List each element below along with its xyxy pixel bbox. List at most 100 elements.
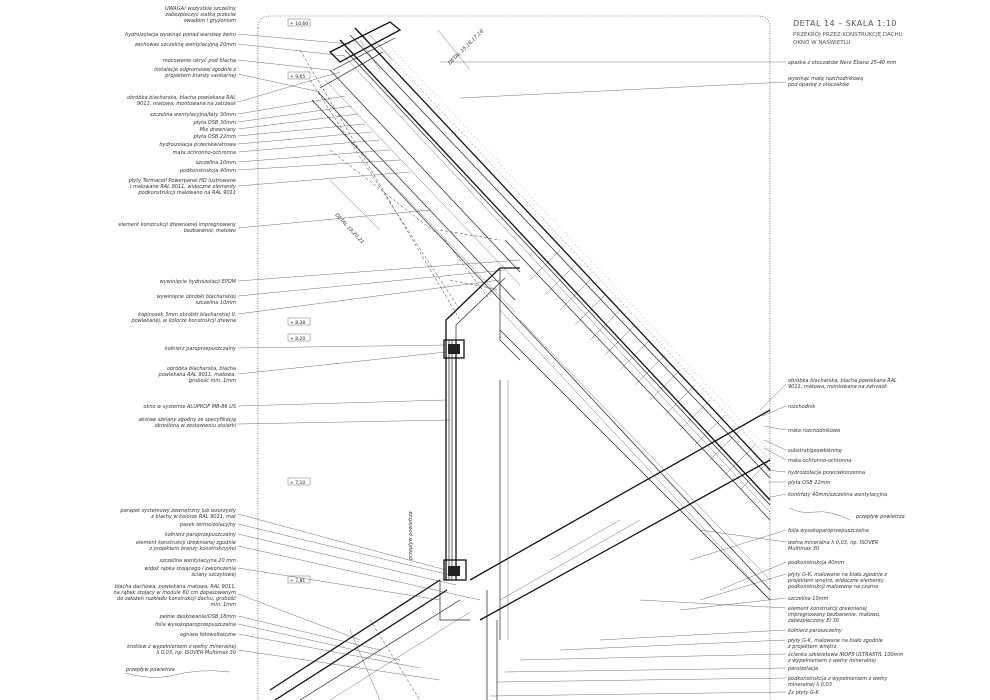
annotation-label: pod opaskę z otoczaków — [787, 81, 850, 88]
annotation-label: z blachy w kolorze RAL 9011, mat — [150, 514, 237, 520]
annotation-label: mata ochronno-ochronna — [788, 458, 851, 464]
annotation-label: Multimax 30 — [788, 546, 819, 552]
annotation-label: grubość min. 1mm — [189, 377, 236, 384]
annotation-label: paroizolacja — [787, 666, 818, 672]
annotation-label: + 8,38 — [290, 320, 305, 326]
annotation-label: impregnowany bezbarwnie, matowo, — [788, 612, 881, 618]
annotation-label: rozchodnik — [788, 404, 816, 410]
annotation-label: opaska z otoczaków Nero Ebano 25-40 mm — [788, 59, 897, 66]
annotation-label: obróbka blacharska, blacha powlekana RAL — [127, 94, 236, 101]
annotation-label: płyta OSB 22mm — [193, 134, 237, 140]
annotation-label: folia wysokoparoprzepuszczalna — [788, 528, 869, 534]
left-annotations: UWAGA! wszystkie szczeliny zabezpieczyć … — [113, 6, 237, 656]
annotation-label: podkonstrukcji malowano na RAL 9011 — [137, 190, 236, 196]
annotation-label: szczelina wentylacyjna/łaty 30mm — [150, 112, 236, 118]
annotation-label: kołnierz paroprzepuszczalny — [165, 346, 237, 352]
annotation-label: płyta OSB 30mm — [193, 120, 237, 126]
annotation-label: DETAL 19,20,21 — [334, 212, 365, 245]
annotation-label: z projektem branży konstrukcyjnej — [148, 546, 236, 552]
air-flow-left-arrow — [124, 670, 231, 678]
annotation-label: zabezpieczony EI 30 — [787, 618, 839, 624]
annotation-label: powlekanej, w kolorze konstrukcji drewna — [130, 318, 236, 324]
annotation-label: obróbka blacharska, blacha — [167, 365, 236, 372]
annotation-label: Mix drewniany — [200, 127, 237, 133]
annotation-label: mata rozchodnikowa — [788, 428, 840, 434]
annotation-label: szczelina wentylacyjna 20 mm — [159, 558, 236, 564]
left-leaders — [237, 33, 521, 681]
annotation-label: element konstrukcji drewnianej impregnow… — [118, 222, 237, 228]
annotation-label: hydroizolacja wywinąć ponad warstwę żwir… — [125, 31, 236, 38]
roof-construction — [269, 21, 771, 700]
annotation-label: zestaw szklany zgodny ze specyfikacją — [138, 417, 236, 423]
right-annotations: opaska z otoczaków Nero Ebano 25-40 mm w… — [787, 59, 905, 696]
detail-title: DETAL 14 – SKALA 1:10 — [793, 19, 897, 28]
annotation-label: UWAGA! wszystkie szczeliny — [165, 6, 237, 12]
annotation-label: λ 0,03, np. ISOVER Multimax 30 — [155, 650, 236, 656]
annotation-label: zachować szczelinę wentylacyjną 20mm — [134, 41, 236, 48]
annotation-label: element konstrukcji drewnianej zgodnie — [136, 540, 236, 546]
detail-subtitle-2: OKNO W NAŚWIETLU — [793, 39, 850, 46]
right-leaders — [440, 61, 787, 697]
annotation-label: kołnierz paroszczelny — [788, 628, 843, 634]
annotation-label: blacha dachowa, powlekana matowa, RAL 90… — [115, 584, 236, 590]
annotation-label: płyty G-K, malowane na biało zgodnie — [787, 638, 883, 644]
annotation-label: parapet systemowy zewnętrzny lub wzorzys… — [119, 508, 237, 514]
annotation-label: projektem wnętrz, widoczne elementy — [787, 578, 885, 584]
annotation-label: mata ochronno-ochronna — [173, 150, 236, 156]
detail-subtitle-1: PRZEKRÓJ PRZEZ KONSTRUKCJĘ DACHU — [793, 31, 903, 38]
annotation-label: + 9,65 — [290, 74, 305, 80]
annotation-label: powlekana RAL 9011, matowa, — [158, 372, 236, 378]
annotation-label: okno w systemie ALUPROF MB-86 US — [143, 404, 236, 410]
annotation-label: + 8,20 — [290, 336, 305, 342]
annotation-label: + 10,60 — [290, 21, 308, 27]
annotation-label: owadom i gryzoniom — [184, 18, 236, 24]
annotation-label: bezbarwnie, matowo — [184, 228, 236, 234]
annotation-label: mocowanie ukryć pod blachą — [163, 57, 236, 64]
annotation-label: hydroizolacja przeciwkorzenna — [788, 470, 865, 476]
annotation-label: i malowane RAL 9011, widoczne elementy — [130, 184, 237, 190]
annotation-label: wywinięcie hydroizolacji EPDM — [160, 279, 237, 285]
annotation-label: hydroizolacja przeciwwiatrowa — [159, 142, 236, 148]
annotation-label: krokiew z wypełnieniem z wełny mineralne… — [127, 644, 237, 650]
air-flow-vertical-label: przepływ powietrza — [408, 511, 414, 561]
annotation-label: określoną w zestawieniu stolarki — [155, 422, 237, 429]
annotation-label: pełnie deskowanie/OSB 18mm — [159, 614, 237, 620]
annotation-label: wywinięcie obróbki blacharskiej — [157, 293, 237, 300]
annotation-label: podkonstrukcja z wypełnieniem z wełny — [787, 676, 889, 682]
annotation-label: DETAL 15,16,17,18 — [447, 28, 485, 66]
annotation-label: element konstrukcji drewnianej — [788, 606, 867, 612]
annotation-label: mineralnej λ 0,03 — [788, 682, 832, 688]
annotation-label: do założeń rozkładu konstrukcji dachu, g… — [117, 595, 236, 602]
annotation-label: folia wysokoparoprzepuszczalna — [155, 622, 236, 628]
annotation-label: wywinąć matę rozchodnikową — [788, 75, 863, 82]
air-flow-right-arrow — [789, 507, 851, 521]
annotation-label: szczelina 10mm — [196, 160, 237, 166]
annotation-label: podkonstrukcji malowane na czarno — [787, 584, 878, 590]
annotation-label: widok rąbka stojącego i zakończenia — [144, 565, 236, 572]
annotation-label: płyta OSB 22mm — [787, 480, 831, 486]
annotation-label: płyty Termacell Powerpanel HD lustrowane — [128, 178, 236, 184]
annotation-label: + 7,10 — [290, 480, 305, 486]
annotation-label: szczelina 10mm — [196, 300, 237, 306]
annotation-label: podkonstrukcja 40mm — [787, 560, 844, 566]
annotation-label: projektem branży sanitarnej — [164, 73, 236, 79]
annotation-label: podkonstrukcja 40mm — [179, 168, 236, 174]
drawing-frame — [257, 15, 771, 700]
detail-callout-upper[interactable]: DETAL 15,16,17,18 — [437, 28, 485, 71]
annotation-label: kapinosek 3mm obróbki blacharskiej V, — [138, 311, 236, 318]
annotation-label: kontrłaty 40mm/szczelina wentylacyjna — [788, 492, 887, 498]
annotation-label: kołnierz paroprzepuszczalny — [165, 532, 237, 538]
annotation-label: substrat/geowłókninę — [788, 447, 842, 454]
detail-callout-lower[interactable]: DETAL 19,20,21 — [329, 179, 381, 245]
air-flow-left-label: przepływ powietrza — [125, 667, 175, 673]
annotation-label: 9011, matowa, montowana na zatrzask — [788, 384, 888, 390]
annotation-label: z wypełnieniem z wełny mineralnej — [787, 658, 876, 664]
annotation-label: ogniwa fotowoltaiczne — [180, 632, 236, 638]
annotation-label: wełna mineralna λ 0,03, np. ISOVER — [788, 540, 878, 546]
annotation-label: ścianka szkieletowa IROPS ULTRASTIL 100m… — [788, 651, 904, 658]
annotation-label: płyty G-K, malowane na biało zgodnie z — [787, 572, 887, 578]
level-markers: + 10,60 + 9,65 + 8,38 + 8,20 + 7,10 + 7,… — [287, 18, 311, 584]
annotation-label: 9011, matowa, montowana na zatrzask — [137, 101, 237, 107]
annotation-label: na rąbek stojący w module 60 cm dopasowa… — [113, 590, 236, 596]
